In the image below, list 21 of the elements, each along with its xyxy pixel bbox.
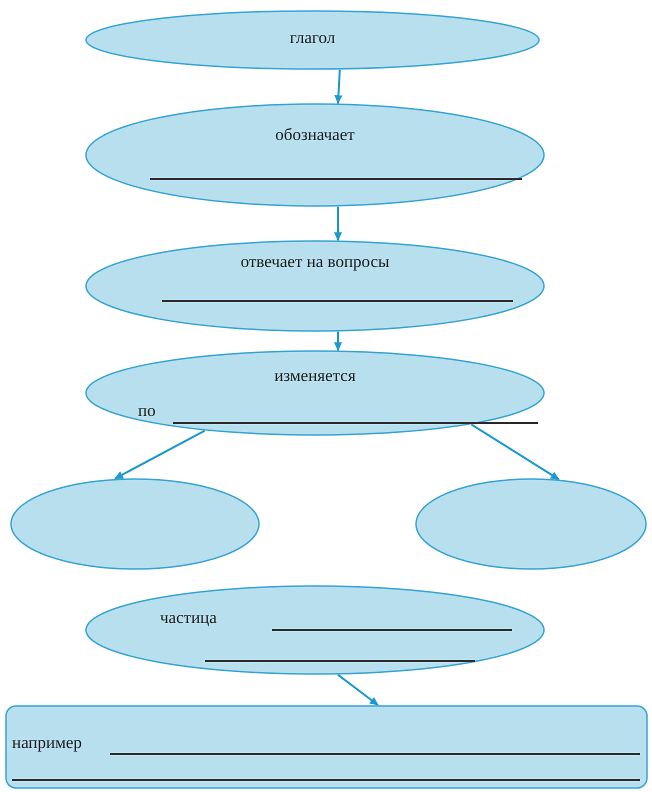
node-label: например (12, 733, 82, 753)
oval-node (85, 10, 540, 70)
rounded-box (5, 705, 648, 789)
node-label: глагол (290, 28, 336, 48)
oval-node (85, 350, 545, 436)
node-label: изменяется (274, 366, 356, 386)
oval-node (415, 478, 647, 570)
node-label: отвечает на вопросы (240, 252, 390, 272)
arrow (114, 430, 206, 480)
oval-node (85, 103, 545, 207)
oval-node (85, 585, 545, 675)
node-label: частица (160, 608, 217, 628)
arrow (470, 424, 560, 480)
arrow (334, 206, 342, 242)
arrow (334, 332, 342, 352)
arrow (337, 674, 379, 706)
arrow (334, 70, 342, 104)
node-label: обозначает (275, 125, 355, 145)
oval-node (85, 240, 545, 332)
oval-node (10, 478, 260, 570)
node-label: по (138, 401, 156, 421)
